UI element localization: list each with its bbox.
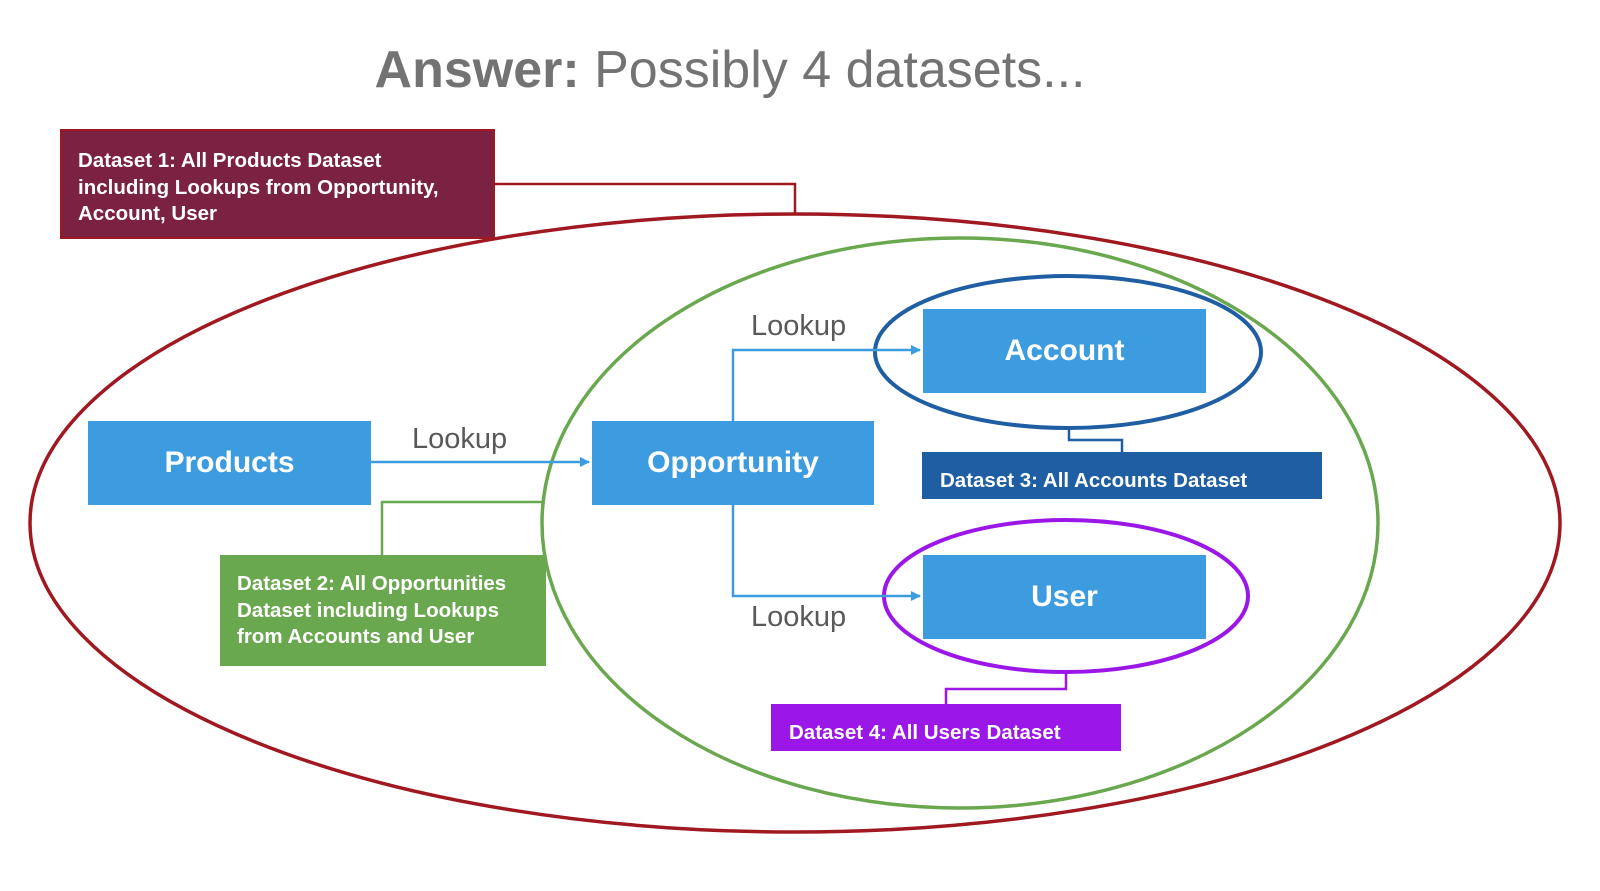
title-rest: Possibly 4 datasets... (594, 41, 1086, 99)
arrow-opportunity-user (731, 504, 921, 601)
products-node: Products (88, 421, 371, 505)
dataset4-connector (944, 672, 1068, 704)
dataset3-label: Dataset 3: All Accounts Dataset (922, 452, 1322, 499)
dataset2-label: Dataset 2: All Opportunities Dataset inc… (220, 555, 546, 666)
lookup-label-opportunity-account: Lookup (751, 310, 847, 342)
arrow-opportunity-account (731, 345, 921, 421)
dataset3-connector (1067, 428, 1124, 452)
slide-title: Answer: Possibly 4 datasets... (0, 40, 1460, 100)
account-node: Account (923, 309, 1206, 393)
dataset4-label: Dataset 4: All Users Dataset (771, 704, 1121, 751)
dataset2-ellipse (540, 236, 1380, 810)
title-bold: Answer: (374, 41, 580, 99)
user-node: User (923, 555, 1206, 639)
lookup-label-opportunity-user: Lookup (751, 601, 847, 633)
opportunity-node: Opportunity (592, 421, 874, 505)
lookup-label-products-opportunity: Lookup (412, 423, 508, 455)
dataset1-label: Dataset 1: All Products Dataset includin… (60, 129, 495, 239)
dataset1-connector (494, 182, 797, 215)
dataset2-connector (380, 500, 543, 555)
